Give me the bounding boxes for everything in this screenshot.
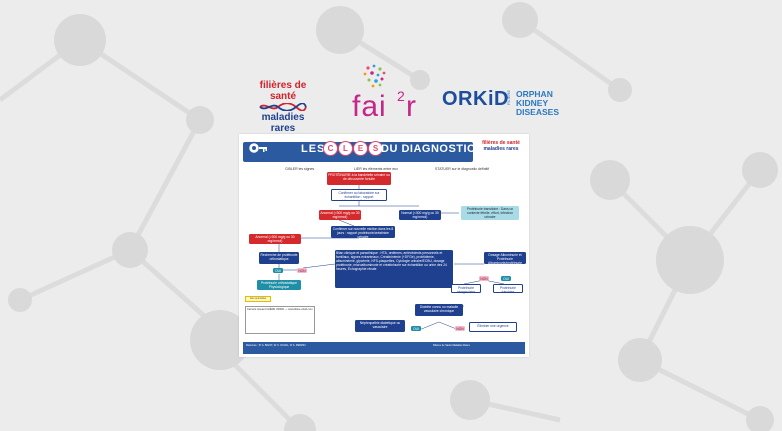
legend-lier: LIER les éléments entre eux xyxy=(354,167,398,171)
node-glomerulaire: Protéinurie glomérulaire xyxy=(451,284,481,293)
orkid-side-label: FILIÈRE xyxy=(506,90,511,106)
node-normal: Normal (<300 mg/g ou 30 mg/mmol) xyxy=(399,210,441,220)
node-tubulaire: Protéinurie tubulaire xyxy=(493,284,523,293)
dna-wave-icon xyxy=(259,103,307,111)
orkid-tagline-1: ORPHAN xyxy=(516,89,553,99)
node-diabete-connu: Diabète connu ou maladie vasculaire chro… xyxy=(415,304,463,316)
fai2r-logo: fai 2 r xyxy=(350,64,420,124)
node-anormal-2: Anormal (>300 mg/g ou 30 mg/mmol) xyxy=(249,234,301,244)
key-icon xyxy=(247,141,267,155)
diagnostic-poster: LES C L E S DU DIAGNOSTIC filières de sa… xyxy=(239,134,529,357)
node-recherche-orthostatique: Recherche de protéinurie orthostatique xyxy=(259,252,299,264)
legend-lier-text: LIER les éléments entre eux xyxy=(354,167,398,171)
orkid-word: ORKiD xyxy=(442,88,509,110)
node-confirmer-labo: Confirmer au laboratoire sur échantillon… xyxy=(331,189,387,201)
mini-filieres-logo: filières de santé maladies rares xyxy=(477,140,525,152)
mini-logo-line1: filières de santé xyxy=(482,140,520,146)
node-non-2: NON xyxy=(479,276,489,281)
orkid-tagline-2: KIDNEY xyxy=(516,98,549,108)
circle-letter-l: L xyxy=(338,141,353,156)
circle-letter-e: E xyxy=(353,141,368,156)
fai2r-superscript: 2 xyxy=(397,88,405,104)
node-oui-3: OUI xyxy=(411,326,421,331)
mini-logo-line2: maladies rares xyxy=(483,146,519,152)
legend-statuer: STATUER sur le diagnostic définitif xyxy=(435,167,489,171)
node-proteinurie-transitoire: Protéinurie transitoire : Dans un contex… xyxy=(461,206,519,220)
orkid-tagline: ORPHAN KIDNEY DISEASES xyxy=(516,90,578,117)
node-nephropathie: Néphropathie diabétique ou vasculaire xyxy=(355,320,405,332)
poster-banner: LES C L E S DU DIAGNOSTIC filières de sa… xyxy=(243,138,525,166)
orkid-logo: ORKiD FILIÈRE ORPHAN KIDNEY DISEASES xyxy=(442,88,562,128)
circle-letter-c: C xyxy=(323,141,338,156)
poster-footer: Relecture : Pr A. BIGOT, Dr C. DUVAL, Pr… xyxy=(243,342,525,354)
node-non: NON xyxy=(297,268,307,273)
footer-left-text: Relecture : Pr A. BIGOT, Dr C. DUVAL, Pr… xyxy=(246,344,306,347)
node-urgence: Éliminer une urgence xyxy=(469,322,517,332)
circle-letter-s: S xyxy=(368,141,383,156)
footer-right-text: Filières de Santé Maladies Rares xyxy=(433,344,470,347)
poster-title-rest: DU DIAGNOSTIC xyxy=(381,143,476,155)
confetti-dots-icon xyxy=(363,64,386,88)
node-orthostatique: Protéinurie orthostatique Physiologique xyxy=(257,280,301,290)
fai2r-word: fai xyxy=(352,90,387,123)
partner-logos: filières de santé maladies rares fai 2 r… xyxy=(200,58,600,134)
legend-cibler-text: CIBLER les signes xyxy=(285,167,315,171)
node-anormal: Anormal (>300 mg/g ou 30 mg/mmol) xyxy=(319,210,361,220)
legend-cibler: CIBLER les signes xyxy=(285,167,314,171)
node-dosage-albuminurie: Dosage Albuminurie et Protéinurie Albumi… xyxy=(484,252,526,264)
fai2r-tail: r xyxy=(406,90,417,123)
legend-statuer-text: STATUER sur le diagnostic définitif xyxy=(435,167,490,171)
node-oui: OUI xyxy=(273,268,283,273)
filieres-logo-line2: maladies rares xyxy=(261,112,305,134)
filieres-logo-line1: filières de santé xyxy=(259,80,307,102)
note-avis-specialise: Avis spécialisé xyxy=(245,296,271,302)
links-box: Carnets réseau FILIÈRE ORKiD — www.filie… xyxy=(245,306,315,334)
node-non-3: NON xyxy=(455,326,465,331)
node-proteinurie: PROTÉINURIE à la bandelette urinaire ou … xyxy=(327,172,391,185)
node-oui-2: OUI xyxy=(501,276,511,281)
poster-title-les: LES xyxy=(301,143,326,155)
filieres-sante-logo: filières de santé maladies rares xyxy=(248,80,318,134)
node-confirmer-miction: Confirmer sur nouvelle miction dans les … xyxy=(331,226,395,238)
orkid-tagline-3: DISEASES xyxy=(516,107,559,117)
node-bilan-clinique: Bilan clinique et paraclinique : HTA, œd… xyxy=(335,250,453,288)
